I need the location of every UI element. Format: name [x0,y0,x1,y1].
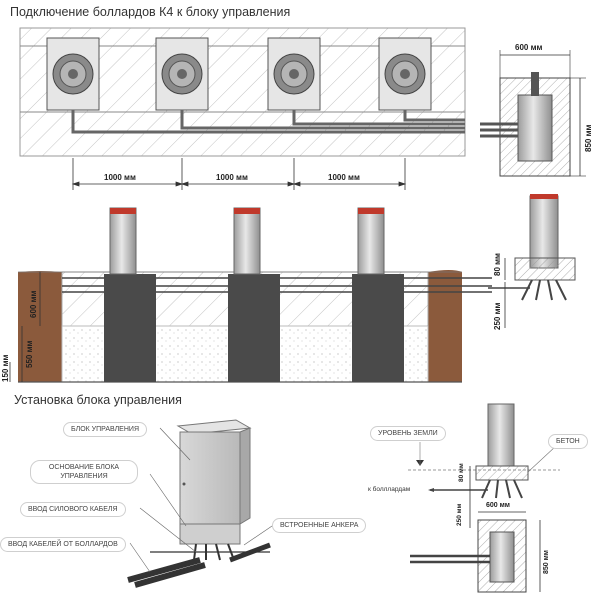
title-connection: Подключение боллардов К4 к блоку управле… [10,5,291,19]
label-bollard-cables: ВВОД КАБЕЛЕЙ ОТ БОЛЛАРДОВ [0,537,126,552]
dim-detail-80: 80 мм [493,253,502,276]
side-bollard-1 [104,207,156,382]
plan-bollard-3 [267,37,321,111]
label-to-bollards: к болллардам [368,486,411,493]
plan-bollard-2 [155,37,209,111]
dim-install-250: 250 мм [456,503,463,526]
dim-side-600: 600 мм [29,290,38,318]
dim-install-600: 600 мм [486,502,510,509]
dim-side-150: 150 мм [1,354,10,382]
dim-spacing-1: 1000 мм [104,173,136,182]
plan-bollard-4 [378,37,432,111]
plan-bollard-1 [46,37,100,111]
dim-foundation-depth: 850 мм [584,124,593,152]
dim-detail-250: 250 мм [493,302,502,330]
plan-dimensions [71,158,407,190]
dim-spacing-3: 1000 мм [328,173,360,182]
dim-foundation-width: 600 мм [515,43,543,52]
title-install: Установка блока управления [14,393,182,407]
dim-side-550: 550 мм [25,340,34,368]
label-anchors: ВСТРОЕННЫЕ АНКЕРА [272,518,367,533]
label-control-unit: БЛОК УПРАВЛЕНИЯ [63,422,147,437]
side-bollard-3 [352,207,404,382]
plan-view [19,27,466,190]
foundation-section-top [480,50,586,177]
label-concrete: БЕТОН [548,434,588,449]
label-control-base: ОСНОВАНИЕ БЛОКА УПРАВЛЕНИЯ [30,460,138,484]
control-cabinet [127,419,273,588]
dim-install-850: 850 мм [543,550,550,574]
install-detail [408,403,560,593]
label-ground-level: УРОВЕНЬ ЗЕМЛИ [370,426,446,441]
label-power-cable: ВВОД СИЛОВОГО КАБЕЛЯ [20,502,126,517]
side-bollard-2 [228,207,280,382]
bollard-detail [488,194,576,328]
dim-spacing-2: 1000 мм [216,173,248,182]
side-section [9,207,492,383]
plan-cables [71,110,465,134]
dim-install-80: 80 мм [458,463,465,482]
